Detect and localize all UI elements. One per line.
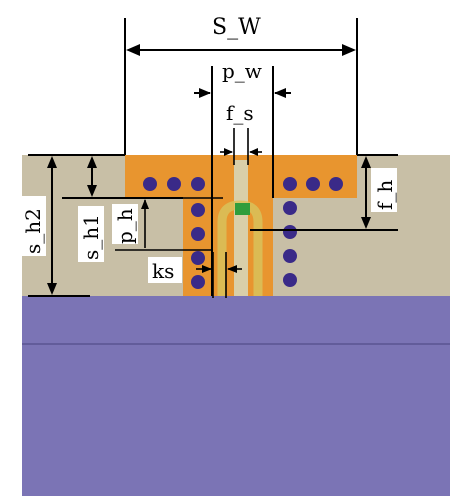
- label-s-w: S_W: [212, 15, 261, 40]
- label-p-w: p_w: [222, 59, 262, 83]
- label-s-h1: s_h1: [79, 214, 103, 260]
- via: [283, 249, 297, 263]
- feed-point: [235, 203, 250, 215]
- label-p-h: p_h: [113, 208, 137, 244]
- via: [306, 177, 320, 191]
- via: [283, 225, 297, 239]
- via: [191, 177, 205, 191]
- dimension-ks: ks: [148, 252, 242, 298]
- label-s-h2: s_h2: [21, 208, 45, 254]
- via: [191, 227, 205, 241]
- dimension-f-h: f_h: [250, 154, 398, 231]
- via: [283, 273, 297, 287]
- via: [329, 177, 343, 191]
- dimension-p-w: p_w: [194, 59, 291, 296]
- via: [191, 275, 205, 289]
- via: [283, 201, 297, 215]
- via: [283, 177, 297, 191]
- via: [191, 251, 205, 265]
- label-ks: ks: [152, 259, 174, 283]
- label-f-h: f_h: [373, 180, 397, 210]
- substrate-block: [22, 296, 450, 496]
- label-f-s: f_s: [226, 101, 254, 125]
- dimension-s-w: S_W: [124, 15, 358, 155]
- center-slot: [234, 160, 248, 296]
- via: [167, 177, 181, 191]
- dimension-p-h: p_h: [112, 197, 223, 251]
- via: [191, 203, 205, 217]
- dimension-s-h2: s_h2: [20, 154, 125, 297]
- dimension-s-h1: s_h1: [62, 156, 183, 262]
- dimension-f-s: f_s: [220, 101, 262, 165]
- via: [143, 177, 157, 191]
